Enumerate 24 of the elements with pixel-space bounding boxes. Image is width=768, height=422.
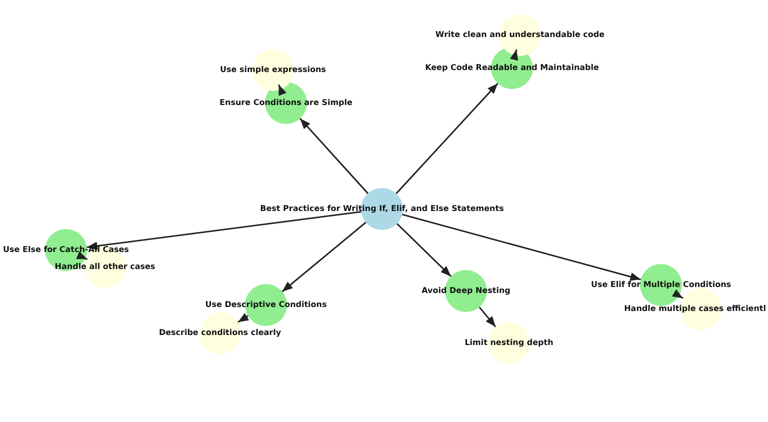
- node-label: Use Elif for Multiple Conditions: [590, 280, 732, 290]
- arrow: [76, 251, 88, 260]
- node-label: Use Descriptive Conditions: [205, 300, 327, 310]
- node-label: Handle multiple cases efficientl: [624, 304, 766, 314]
- node-label: Write clean and understandable code: [435, 30, 605, 40]
- node-label: Keep Code Readable and Maintainable: [425, 63, 599, 73]
- node-label: Ensure Conditions are Simple: [220, 98, 352, 108]
- node-label: Describe conditions clearly: [158, 328, 282, 338]
- node-label: Avoid Deep Nesting: [422, 286, 510, 296]
- arrow: [396, 223, 452, 277]
- node-label: Use simple expressions: [220, 65, 326, 75]
- arrow: [300, 118, 368, 194]
- node-label: Best Practices for Writing If, Elif, and Else Statements: [260, 204, 504, 214]
- arrow: [282, 222, 366, 292]
- arrow: [278, 84, 287, 96]
- arrow: [672, 289, 684, 299]
- node-label: Limit nesting depth: [464, 338, 554, 348]
- node-label: Handle all other cases: [54, 262, 156, 272]
- arrow: [86, 210, 362, 250]
- arrow: [510, 49, 518, 61]
- arrow: [238, 313, 250, 323]
- arrow: [478, 306, 496, 328]
- arrow: [396, 82, 498, 194]
- arrow: [402, 214, 641, 281]
